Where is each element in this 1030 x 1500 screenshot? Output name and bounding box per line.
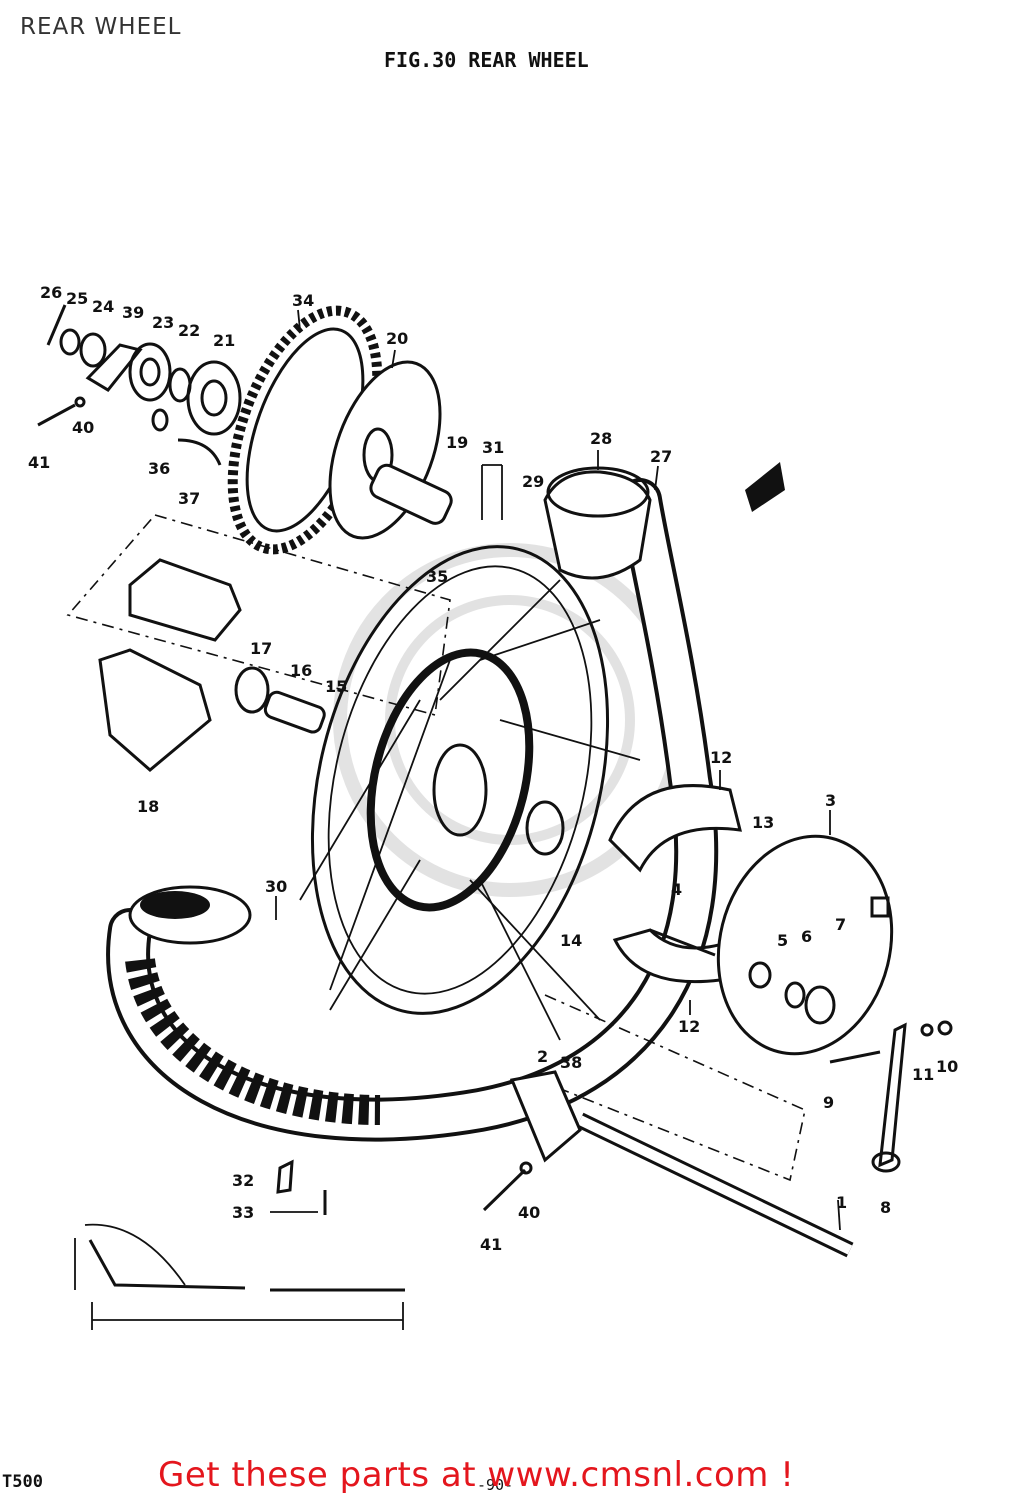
callout-2: 2 <box>537 1047 548 1066</box>
callout-15: 15 <box>325 677 347 696</box>
callout-20: 20 <box>386 329 408 348</box>
callout-7: 7 <box>835 915 846 934</box>
callout-23: 23 <box>152 313 174 332</box>
promo-link[interactable]: Get these parts at www.cmsnl.com ! <box>158 1455 795 1495</box>
callout-8: 8 <box>880 1198 891 1217</box>
inner-tube-box <box>543 466 652 580</box>
callout-40b: 40 <box>518 1203 540 1222</box>
callout-41a: 41 <box>28 453 50 472</box>
callout-32: 32 <box>232 1171 254 1190</box>
figure-title: FIG.30 REAR WHEEL <box>384 48 589 72</box>
callout-38: 38 <box>560 1053 582 1072</box>
rear-axle <box>482 1070 854 1258</box>
callout-12b: 12 <box>678 1017 700 1036</box>
callout-17: 17 <box>250 639 272 658</box>
leader-lines <box>275 309 841 1231</box>
callout-14: 14 <box>560 931 582 950</box>
callout-37: 37 <box>178 489 200 508</box>
callout-24: 24 <box>92 297 114 316</box>
callout-21: 21 <box>213 331 235 350</box>
callout-5: 5 <box>777 931 788 950</box>
callout-40a: 40 <box>72 418 94 437</box>
brake-boundary <box>537 994 806 1182</box>
callout-6: 6 <box>801 927 812 946</box>
page-label: REAR WHEEL <box>20 14 182 40</box>
callout-13: 13 <box>752 813 774 832</box>
callout-10: 10 <box>936 1057 958 1076</box>
callout-36: 36 <box>148 459 170 478</box>
callout-12a: 12 <box>710 748 732 767</box>
wheel-rim <box>299 545 641 1041</box>
brake-cam-lever <box>829 1020 953 1173</box>
callout-27: 27 <box>650 447 672 466</box>
hub-dampers <box>98 558 326 772</box>
callout-25: 25 <box>66 289 88 308</box>
callout-9: 9 <box>823 1093 834 1112</box>
callout-29: 29 <box>522 472 544 491</box>
callout-3: 3 <box>825 791 836 810</box>
callout-35: 35 <box>426 567 448 586</box>
damper-boundary <box>66 514 451 717</box>
callout-28: 28 <box>590 429 612 448</box>
spoke-dimension-drawing <box>74 1223 405 1330</box>
sprocket-drum <box>328 360 453 540</box>
callout-31: 31 <box>482 438 504 457</box>
callout-26: 26 <box>40 283 62 302</box>
callout-34: 34 <box>292 291 314 310</box>
page-number: -90- <box>477 1476 514 1494</box>
callout-18: 18 <box>137 797 159 816</box>
valve-parts <box>270 1159 327 1215</box>
model-code: T500 <box>2 1472 43 1492</box>
axle-components-left <box>37 304 242 466</box>
callout-labels: 26 25 24 39 23 22 21 34 20 40 41 36 37 1… <box>28 283 958 1254</box>
callout-33: 33 <box>232 1203 254 1222</box>
arrow-marker <box>745 462 785 512</box>
callout-1: 1 <box>836 1193 847 1212</box>
callout-19: 19 <box>446 433 468 452</box>
callout-4: 4 <box>671 880 682 899</box>
brake-panel <box>716 834 894 1056</box>
callout-22: 22 <box>178 321 200 340</box>
callout-30: 30 <box>265 877 287 896</box>
callout-41b: 41 <box>480 1235 502 1254</box>
callout-11: 11 <box>912 1065 934 1084</box>
tire <box>106 478 719 1142</box>
callout-39: 39 <box>122 303 144 322</box>
callout-16: 16 <box>290 661 312 680</box>
